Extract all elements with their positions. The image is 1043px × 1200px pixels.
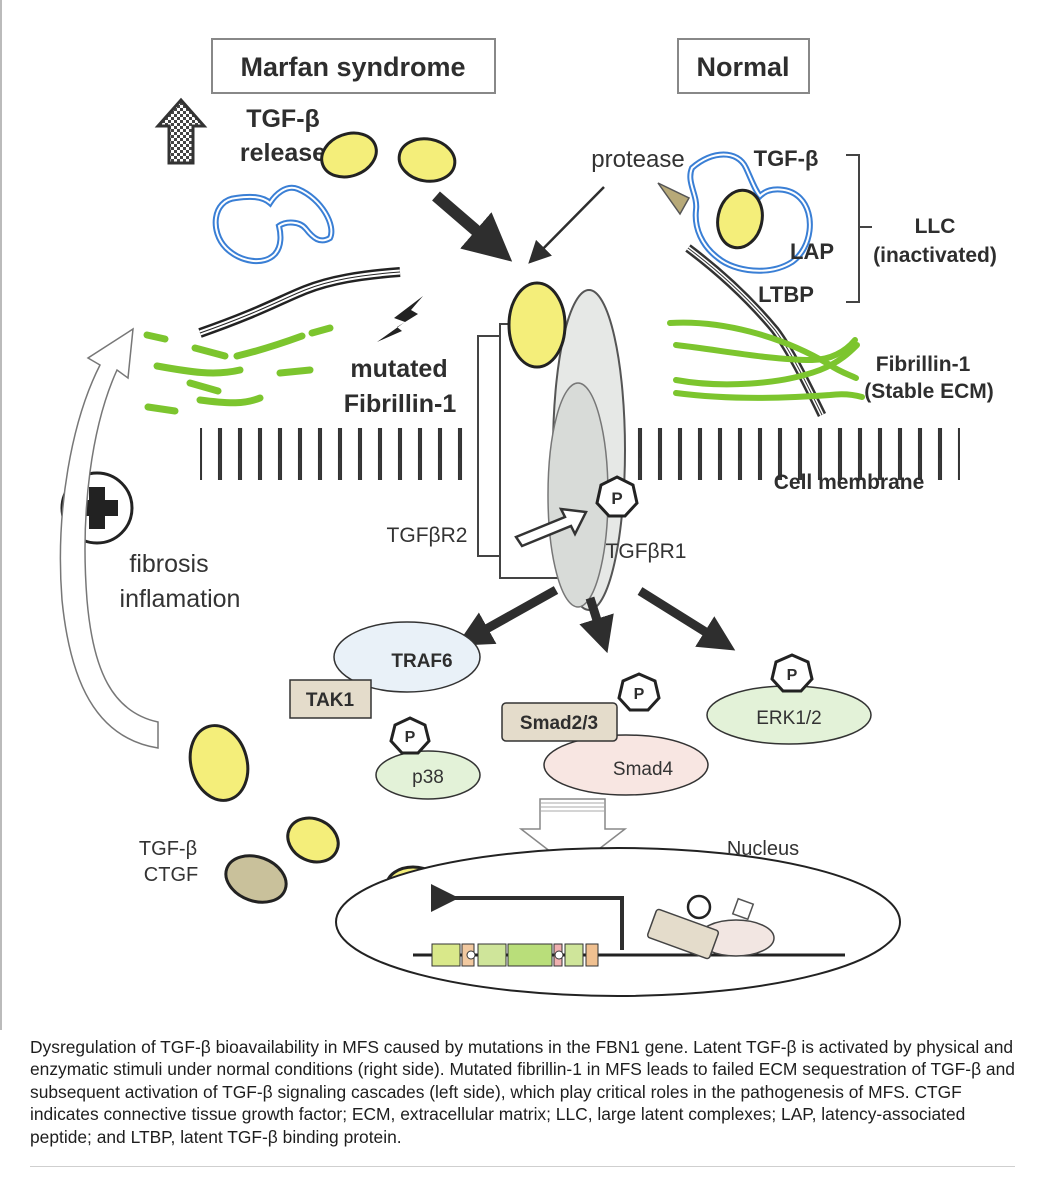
llc-complex <box>687 151 813 274</box>
fibrillin-stable-label-2: (Stable ECM) <box>864 380 994 403</box>
transcription-complex <box>646 894 775 960</box>
ltbp-strand-left <box>198 267 401 338</box>
phospho-label: P <box>405 729 416 746</box>
fibrosis-label-1: fibrosis <box>129 550 208 578</box>
phospho-label: P <box>787 667 798 684</box>
arrow-to-erk <box>637 587 736 651</box>
phospho-group-icon: P <box>389 716 431 755</box>
feedback-arrow <box>59 327 159 749</box>
ltbp-label: LTBP <box>758 282 814 307</box>
p38-node <box>375 750 481 800</box>
llc-label-2: (inactivated) <box>873 244 997 267</box>
marfan-header: Marfan syndrome <box>211 38 496 94</box>
lightning-icon <box>377 296 423 342</box>
fibrillin-stable-label-1: Fibrillin-1 <box>876 353 971 376</box>
lap-label: LAP <box>790 239 834 264</box>
mutated-fibrillin-label-2: Fibrillin-1 <box>344 390 457 418</box>
mutated-fibrillin-fragments <box>143 324 334 415</box>
figure-caption: Dysregulation of TGF-β bioavailability i… <box>30 1037 1015 1147</box>
tgfbr2-label: TGFβR2 <box>387 524 468 547</box>
tgf-beta-pathway-diagram: Marfan syndrome Normal TGF-β release mut… <box>0 0 997 1030</box>
fibrosis-label-2: inflamation <box>120 585 241 613</box>
arrow-to-smad <box>579 596 614 654</box>
divider <box>30 1166 1015 1167</box>
tgfbr1-receptor <box>547 289 626 611</box>
tgfb-release-label-2: release <box>240 139 326 167</box>
p38-label: p38 <box>412 767 444 788</box>
tgfb-ligand <box>320 131 378 179</box>
increase-arrow-icon <box>154 97 208 165</box>
tgfb-release-label-1: TGF-β <box>246 105 320 133</box>
arrow-to-traf6 <box>456 586 559 646</box>
activation-arrow <box>514 507 588 548</box>
llc-bracket <box>846 154 872 303</box>
erk12-label: ERK1/2 <box>756 708 821 729</box>
protease-label: protease <box>591 146 684 173</box>
normal-header-label: Normal <box>696 52 789 82</box>
stable-fibrillin-fibers <box>667 319 865 401</box>
smad23-node: Smad2/3 <box>501 702 618 742</box>
release-arrow <box>432 191 513 262</box>
llc-label-1: LLC <box>915 215 956 238</box>
smad4-node <box>543 734 709 796</box>
marfan-header-label: Marfan syndrome <box>240 52 465 82</box>
tgfb-ligand <box>716 188 764 250</box>
phospho-group-icon: P <box>595 475 639 518</box>
tgfb-ligand <box>286 816 340 864</box>
tgfb-ctgf-label-1: TGF-β <box>139 838 197 860</box>
protease-arrow <box>528 186 605 264</box>
gene-blocks <box>431 943 599 967</box>
cell-membrane-label: Cell membrane <box>774 471 925 494</box>
protease-icon <box>657 182 691 216</box>
smad23-label: Smad2/3 <box>520 713 598 734</box>
tak1-label: TAK1 <box>306 690 355 711</box>
transcription-arrow <box>431 884 624 950</box>
phospho-group-icon: P <box>617 672 661 712</box>
phospho-label: P <box>634 686 645 703</box>
tgfb-ctgf-label-2: CTGF <box>144 864 198 886</box>
traf6-label: TRAF6 <box>391 651 452 672</box>
phospho-label: P <box>611 489 622 508</box>
mutated-fibrillin-label-1: mutated <box>350 355 447 383</box>
nucleus-label: Nucleus <box>727 838 799 860</box>
ctgf-molecule <box>224 854 288 904</box>
tak1-node: TAK1 <box>289 679 372 719</box>
empty-lap-shape <box>212 184 335 265</box>
traf6-node <box>333 621 481 693</box>
tgfb-ligand <box>188 724 250 802</box>
tgfb-ligand-bound <box>507 281 567 369</box>
tgfb-ligand <box>397 137 457 183</box>
phospho-group-icon: P <box>770 653 814 693</box>
nucleus <box>335 847 901 997</box>
tgfbr1-label: TGFβR1 <box>606 540 687 563</box>
ltbp-strand-right <box>685 244 827 417</box>
normal-header: Normal <box>677 38 810 94</box>
smad4-label: Smad4 <box>613 759 674 780</box>
tgfb-right-label: TGF-β <box>754 146 819 171</box>
